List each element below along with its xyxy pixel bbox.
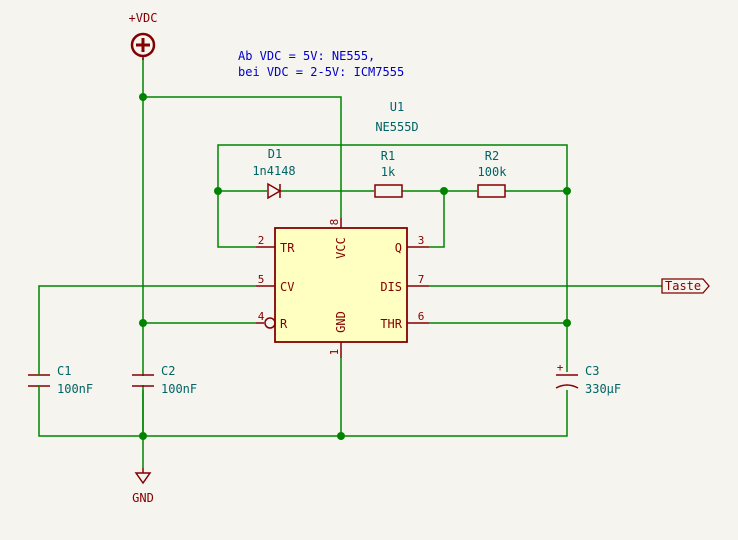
note-line-2: bei VDC = 2-5V: ICM7555 (238, 65, 404, 79)
taste-label: Taste (665, 279, 701, 293)
resistor-r1[interactable]: R1 1k (374, 149, 403, 198)
r2-ref: R2 (485, 149, 499, 163)
pin-name-thr: THR (380, 317, 402, 331)
junction-dot (139, 319, 147, 327)
junctions (139, 93, 571, 440)
ic-value: NE555D (375, 120, 418, 134)
wires (38, 58, 662, 468)
pin-num-7: 7 (418, 273, 425, 286)
pin-num-1: 1 (328, 349, 341, 356)
pin-name-dis: DIS (380, 280, 402, 294)
c3-ref: C3 (585, 364, 599, 378)
gnd-power-symbol[interactable]: GND (132, 468, 154, 505)
wire-vdc-to-vcc[interactable] (143, 96, 342, 218)
ic-u1[interactable]: U1 NE555D TR CV R Q DIS THR VCC GND 2 5 … (256, 100, 429, 358)
c1-value: 100nF (57, 382, 93, 396)
pin-name-cv: CV (280, 280, 294, 294)
pin-num-6: 6 (418, 310, 425, 323)
c2-value: 100nF (161, 382, 197, 396)
junction-dot (139, 93, 147, 101)
pin-name-tr: TR (280, 241, 295, 255)
pin-num-4: 4 (258, 310, 265, 323)
pin-name-gnd: GND (334, 311, 348, 333)
junction-dot (563, 187, 571, 195)
reset-inverter-bubble (264, 317, 276, 329)
resistor-r2[interactable]: R2 100k (477, 149, 508, 198)
pin-name-vcc: VCC (334, 237, 348, 259)
junction-dot (440, 187, 448, 195)
wire-top-loop[interactable] (217, 144, 568, 191)
d1-value: 1n4148 (252, 164, 295, 178)
wire-tr[interactable] (217, 191, 256, 248)
junction-dot (139, 432, 147, 440)
junction-dot (214, 187, 222, 195)
r1-ref: R1 (381, 149, 395, 163)
junction-dot (563, 319, 571, 327)
c3-plus-mark: + (557, 361, 564, 374)
c2-ref: C2 (161, 364, 175, 378)
gnd-label: GND (132, 491, 154, 505)
vdc-power-symbol[interactable]: +VDC (129, 11, 158, 60)
c1-ref: C1 (57, 364, 71, 378)
diode-d1[interactable]: D1 1n4148 (252, 147, 296, 200)
capacitor-c3[interactable]: + C3 330µF (552, 361, 621, 396)
d1-ref: D1 (268, 147, 282, 161)
junction-dot (337, 432, 345, 440)
r1-value: 1k (381, 165, 396, 179)
pin-name-r: R (280, 317, 288, 331)
taste-net-label[interactable]: Taste (661, 278, 710, 294)
r2-value: 100k (478, 165, 508, 179)
note-line-1: Ab VDC = 5V: NE555, (238, 49, 375, 63)
pin-num-2: 2 (258, 234, 265, 247)
c3-value: 330µF (585, 382, 621, 396)
vdc-label: +VDC (129, 11, 158, 25)
capacitor-c2[interactable]: C2 100nF (128, 364, 197, 396)
ic-ref: U1 (390, 100, 404, 114)
wire-bottom-rail[interactable] (38, 390, 568, 437)
wire-q[interactable] (429, 191, 445, 248)
pin-num-3: 3 (418, 234, 425, 247)
pin-name-q: Q (395, 241, 402, 255)
capacitor-c1[interactable]: C1 100nF (28, 364, 93, 396)
pin-num-5: 5 (258, 273, 265, 286)
pin-num-8: 8 (328, 219, 341, 226)
wire-cv[interactable] (38, 285, 256, 372)
